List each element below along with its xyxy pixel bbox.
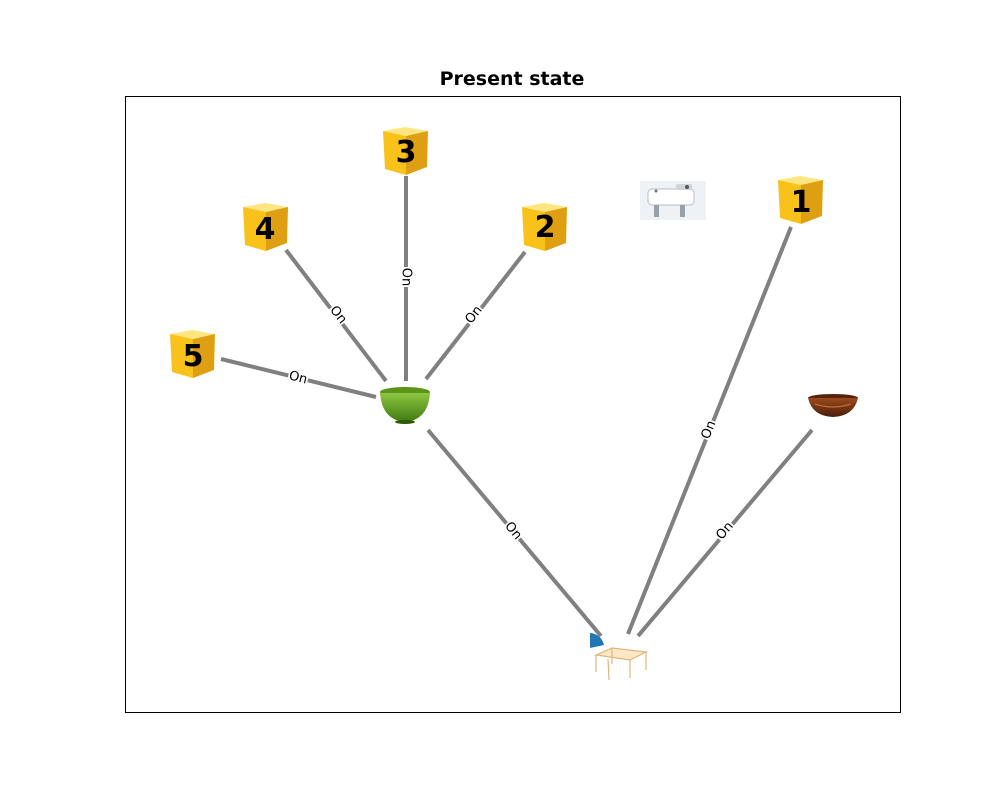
table-icon xyxy=(593,647,649,681)
cube-2: 2 xyxy=(522,203,567,251)
cube-3: 3 xyxy=(383,127,428,175)
green-bowl-icon xyxy=(380,387,430,424)
robot-gripper-icon xyxy=(640,181,706,220)
cube-5: 5 xyxy=(170,330,215,378)
edge-layer xyxy=(220,176,814,638)
plot-frame xyxy=(125,96,901,713)
edge-label-layer: On On On On On On On xyxy=(286,267,739,545)
cube-1: 1 xyxy=(778,176,823,224)
cube-label: 3 xyxy=(396,135,417,170)
edge-label: On xyxy=(399,268,414,286)
edge-label: On xyxy=(287,368,309,387)
cube-4: 4 xyxy=(243,203,288,251)
marker-icon xyxy=(590,633,604,648)
cube-label: 2 xyxy=(535,210,556,245)
cube-label: 1 xyxy=(791,185,812,220)
cube-label: 4 xyxy=(255,212,276,247)
diagram-title: Present state xyxy=(439,68,585,90)
edge-label: On xyxy=(699,419,720,442)
wooden-bowl-icon xyxy=(808,394,858,417)
cube-label: 5 xyxy=(183,339,204,374)
